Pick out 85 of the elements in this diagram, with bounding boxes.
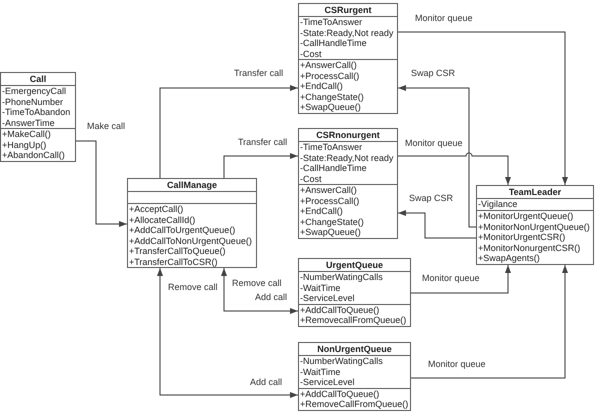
edge-label: Monitor queue — [404, 138, 464, 149]
attribute-text: -WaitTime — [299, 366, 342, 377]
edge-label: Swap CSR — [410, 68, 456, 79]
attribute-text: -State:Ready,Not ready — [299, 28, 394, 38]
attribute-text: -Vigilance — [477, 199, 518, 210]
attribute-text: -AnswerTime — [1, 118, 56, 128]
class-box — [476, 185, 594, 264]
attribute-text: -CallHandleTime — [299, 163, 368, 174]
operation-text: +AddCallToQueue() — [299, 304, 380, 315]
attribute-text: -CallHandleTime — [299, 38, 368, 48]
attribute-text: -TimeToAbandon — [1, 107, 72, 118]
attribute-text: -ServiceLevel — [299, 293, 356, 304]
edge-label: Add call — [254, 292, 288, 303]
operation-text: +AddCallToQueue() — [299, 388, 380, 399]
arrow — [410, 264, 511, 294]
class-name: CallManage — [166, 179, 218, 191]
operation-text: +MakeCall() — [1, 129, 52, 140]
edge-label: Swap CSR — [408, 193, 454, 204]
operation-text: +SwapAgents() — [477, 253, 541, 264]
arrow — [398, 210, 476, 238]
class-name: NonUrgentQueue — [316, 343, 393, 355]
arrow — [157, 268, 298, 398]
class-name: UrgentQueue — [324, 259, 384, 271]
operation-text: +AddCallToUrgentQueue() — [128, 225, 236, 236]
attribute-text: -ServiceLevel — [299, 377, 356, 388]
attribute-text: -TimeToAnswer — [299, 142, 364, 152]
arrow — [398, 152, 511, 186]
arrow — [398, 32, 568, 186]
class-box — [0, 72, 76, 162]
edge-label: Transfer call — [233, 68, 284, 79]
operation-text: +ProcessCall() — [299, 196, 360, 206]
operation-text: +SwapQueue() — [299, 227, 362, 238]
operation-text: +AllocateCallId() — [128, 214, 196, 225]
arrow — [76, 140, 128, 227]
annotation-text: Remove call — [167, 282, 219, 293]
operation-text: +ChangeState() — [299, 92, 365, 102]
edge-label: Add call — [249, 377, 284, 388]
edge-label: Make call — [86, 121, 126, 132]
class-name: CSRnonurgent — [315, 129, 381, 141]
class-box — [298, 128, 398, 238]
attribute-text: -Cost — [299, 174, 323, 184]
class-name: CSRurgent — [324, 4, 372, 16]
arrow — [398, 85, 476, 228]
operation-text: +ChangeState() — [299, 216, 365, 227]
attribute-text: -Cost — [299, 48, 323, 59]
attribute-text: -NumberWatingCalls — [299, 272, 384, 282]
arrow — [410, 264, 568, 378]
operation-text: +EndCall() — [299, 81, 344, 92]
edge-label: Monitor queue — [421, 273, 481, 284]
class-name: TeamLeader — [508, 186, 562, 198]
operation-text: +MonitorUrgentCSR() — [477, 232, 566, 242]
operation-text: +AcceptCall() — [128, 204, 184, 214]
attribute-text: -PhoneNumber — [1, 96, 64, 107]
operation-text: +AbandonCall() — [1, 150, 66, 160]
class-box — [298, 342, 411, 410]
operation-text: +MonitorNonUrgentQueue() — [477, 222, 591, 232]
class-name: Call — [28, 73, 48, 85]
arrow — [224, 153, 298, 178]
operation-text: +ProcessCall() — [299, 70, 360, 81]
attribute-text: -EmergencyCall — [1, 86, 68, 96]
class-box — [298, 258, 411, 326]
operation-text: +HangUp() — [1, 140, 48, 150]
class-box — [127, 178, 257, 268]
attribute-text: -NumberWatingCalls — [299, 356, 384, 366]
operation-text: +RemoveCallFromQueue() — [299, 399, 410, 410]
attribute-text: -TimeToAnswer — [299, 17, 364, 28]
operation-text: +TransferCallToCSR() — [128, 256, 218, 267]
operation-text: +EndCall() — [299, 206, 344, 216]
operation-text: +AddCallToNonUrgentQueue() — [128, 236, 253, 246]
annotation-text: Remove call — [231, 278, 283, 289]
operation-text: +MonitorNonurgentCSR() — [477, 242, 582, 253]
attribute-text: -WaitTime — [299, 282, 342, 293]
edge-label: Monitor queue — [427, 359, 487, 370]
operation-text: +RemovecallFromQueue() — [299, 315, 408, 326]
operation-text: +SwapQueue() — [299, 102, 362, 112]
operation-text: +AnswerCall() — [299, 60, 358, 70]
operation-text: +TransferCallToQueue() — [128, 246, 226, 256]
arrow — [221, 268, 298, 314]
arrow — [160, 85, 298, 178]
operation-text: +MonitorUrgentQueue() — [477, 211, 574, 222]
operation-text: +AnswerCall() — [299, 185, 358, 196]
edge-label: Transfer call — [237, 137, 288, 148]
attribute-text: -State:Ready,Not ready — [299, 152, 394, 163]
edge-label: Monitor queue — [414, 13, 474, 24]
class-box — [298, 3, 398, 114]
